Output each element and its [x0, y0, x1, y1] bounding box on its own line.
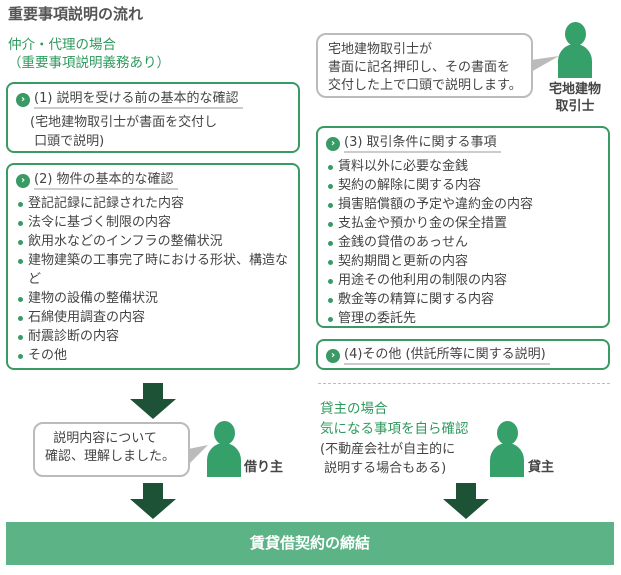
- landlord-person-icon: [490, 421, 524, 477]
- list-item: 損害賠償額の予定や違約金の内容: [327, 195, 608, 214]
- down-arrow-icon: [443, 483, 489, 519]
- box-transaction-terms: › (3) 取引条件に関する事項 賃料以外に必要な金銭契約の解除に関する内容損害賠…: [316, 126, 610, 328]
- down-arrow-icon: [130, 383, 176, 419]
- list-item: 建物建築の工事完了時における形状、構造など: [17, 251, 298, 289]
- list-item: 賃料以外に必要な金銭: [327, 157, 608, 176]
- down-arrow-icon: [130, 483, 176, 519]
- broker-case-line1: 仲介・代理の場合: [8, 37, 116, 53]
- divider: [318, 383, 610, 384]
- broker-case-heading: 仲介・代理の場合 （重要事項説明義務あり）: [8, 36, 170, 72]
- broker-case-line2: （重要事項説明義務あり）: [8, 55, 170, 71]
- list-item: 飲用水などのインフラの整備状況: [17, 232, 298, 251]
- list-item: 支払金や預かり金の保全措置: [327, 214, 608, 233]
- list-item: 登記記録に記録された内容: [17, 194, 298, 213]
- list-item: 契約の解除に関する内容: [327, 176, 608, 195]
- list-item: その他: [17, 346, 298, 365]
- landlord-case-note: (不動産会社が自主的に 説明する場合もある): [320, 442, 456, 476]
- list-item: 用途その他利用の制限の内容: [327, 271, 608, 290]
- landlord-label: 貸主: [528, 460, 555, 475]
- box-pre-explanation: › (1) 説明を受ける前の基本的な確認 (宅地建物取引士が書面を交付し 口頭で説…: [6, 82, 300, 153]
- chevron-right-icon: ›: [326, 136, 340, 151]
- landlord-case-line1: 貸主の場合: [320, 401, 388, 417]
- list-item: 管理の委託先: [327, 309, 608, 328]
- bubble-tail: [188, 445, 208, 465]
- list-item: 契約期間と更新の内容: [327, 252, 608, 271]
- tenant-person-icon: [207, 421, 241, 477]
- box-other: › (4)その他 (供託所等に関する説明): [316, 339, 610, 370]
- agent-label: 宅地建物 取引士: [548, 82, 601, 114]
- box2-list: 登記記録に記録された内容法令に基づく制限の内容飲用水などのインフラの整備状況建物…: [17, 194, 298, 365]
- list-item: 石綿使用調査の内容: [17, 308, 298, 327]
- chevron-right-icon: ›: [16, 173, 30, 188]
- tenant-label: 借り主: [244, 460, 284, 475]
- box1-heading: (1) 説明を受ける前の基本的な確認: [34, 90, 243, 109]
- chevron-right-icon: ›: [16, 92, 30, 107]
- box-property-check: › (2) 物件の基本的な確認 登記記録に記録された内容法令に基づく制限の内容飲用…: [6, 163, 300, 370]
- landlord-case-line2: 気になる事項を自ら確認: [320, 421, 469, 437]
- conclusion-bar: 賃貸借契約の締結: [6, 522, 614, 565]
- list-item: 敷金等の精算に関する内容: [327, 290, 608, 309]
- box1-note: (宅地建物取引士が書面を交付し 口頭で説明): [30, 115, 218, 149]
- agent-speech-bubble: 宅地建物取引士が 書面に記名押印し、その書面を 交付した上で口頭で説明します。: [316, 33, 533, 98]
- bubble-tail: [531, 56, 559, 72]
- list-item: 金銭の貸借のあっせん: [327, 233, 608, 252]
- landlord-case: 貸主の場合 気になる事項を自ら確認 (不動産会社が自主的に 説明する場合もある): [320, 400, 469, 478]
- list-item: 建物の設備の整備状況: [17, 289, 298, 308]
- box4-heading: (4)その他 (供託所等に関する説明): [344, 346, 550, 365]
- tenant-speech-bubble: 説明内容について 確認、理解しました。: [33, 422, 190, 477]
- chevron-right-icon: ›: [326, 348, 340, 363]
- agent-person-icon: [558, 22, 592, 78]
- box3-heading: (3) 取引条件に関する事項: [344, 134, 501, 153]
- box3-list: 賃料以外に必要な金銭契約の解除に関する内容損害賠償額の予定や違約金の内容支払金や…: [327, 157, 608, 328]
- page-title: 重要事項説明の流れ: [8, 5, 144, 23]
- box2-heading: (2) 物件の基本的な確認: [34, 171, 178, 190]
- list-item: 耐震診断の内容: [17, 327, 298, 346]
- list-item: 法令に基づく制限の内容: [17, 213, 298, 232]
